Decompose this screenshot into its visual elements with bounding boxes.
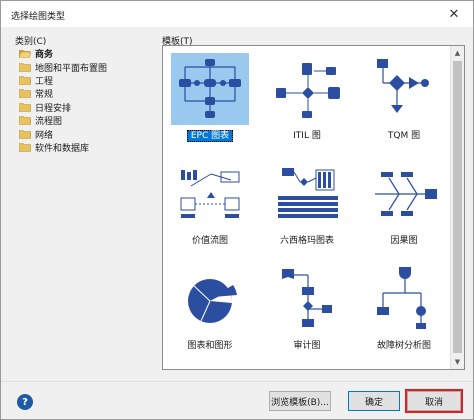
epc-diagram-thumbnail xyxy=(171,53,249,125)
template-tile-value-stream[interactable]: 价值流图 xyxy=(167,154,257,256)
six-sigma-diagram-thumbnail xyxy=(268,158,346,230)
folder-icon xyxy=(19,76,31,85)
category-item-flowchart[interactable]: 流程图 xyxy=(15,114,151,127)
value-stream-diagram-thumbnail xyxy=(171,158,249,230)
template-label: 故障树分析图 xyxy=(376,341,431,351)
category-label: 流程图 xyxy=(35,117,63,128)
folder-icon xyxy=(19,89,31,99)
template-tile-fault-tree[interactable]: 故障树分析图 xyxy=(361,259,451,361)
template-tile-six-sigma[interactable]: 六西格玛图表 xyxy=(264,154,354,256)
cancel-button[interactable]: 取消 xyxy=(405,389,463,413)
charts-graphs-thumbnail xyxy=(171,263,249,335)
category-item-business[interactable]: 商务 xyxy=(15,47,151,60)
template-grid-scrollbar[interactable]: ▲ ▼ xyxy=(450,46,464,369)
category-item-software-database[interactable]: 软件和数据库 xyxy=(15,141,151,154)
category-item-schedule[interactable]: 日程安排 xyxy=(15,101,151,114)
title-bar: 选择绘图类型 ✕ xyxy=(1,1,473,27)
scroll-down-icon[interactable]: ▼ xyxy=(454,358,461,366)
template-tile-epc[interactable]: EPC 图表 xyxy=(167,49,257,151)
template-label: 因果图 xyxy=(390,236,418,246)
help-icon[interactable]: ? xyxy=(17,394,33,410)
tqm-diagram-thumbnail xyxy=(365,53,443,125)
browse-templates-button[interactable]: 浏览模板(B)... xyxy=(269,391,331,411)
folder-icon xyxy=(19,129,31,139)
scroll-up-icon[interactable]: ▲ xyxy=(454,49,461,57)
itil-diagram-thumbnail xyxy=(268,53,346,125)
template-label: 审计图 xyxy=(293,341,321,351)
template-tile-charts-graphs[interactable]: 图表和图形 xyxy=(167,259,257,361)
template-label: ITIL 图 xyxy=(293,131,321,141)
template-label: TQM 图 xyxy=(387,131,421,141)
category-list: 商务 地图和平面布置图 工程 常规 日程安排 流程图 网络 软件和数据库 xyxy=(15,47,151,367)
template-tile-itil[interactable]: ITIL 图 xyxy=(264,49,354,151)
template-tile-cause-effect[interactable]: 因果图 xyxy=(361,154,451,256)
cause-effect-diagram-thumbnail xyxy=(365,158,443,230)
fault-tree-diagram-thumbnail xyxy=(365,263,443,335)
template-label: 六西格玛图表 xyxy=(279,236,334,246)
template-label: 价值流图 xyxy=(191,236,228,246)
category-label: 工程 xyxy=(35,76,54,87)
category-label: 软件和数据库 xyxy=(35,143,90,154)
dialog-footer: ? 浏览模板(B)... 确定 取消 xyxy=(1,381,473,419)
close-icon[interactable]: ✕ xyxy=(448,6,460,22)
category-label: 网络 xyxy=(35,130,54,141)
folder-icon xyxy=(19,143,31,152)
ok-button[interactable]: 确定 xyxy=(348,391,400,411)
template-tile-audit[interactable]: 审计图 xyxy=(264,259,354,361)
category-label: 常规 xyxy=(35,90,54,101)
categories-label: 类别(C) xyxy=(15,37,47,47)
category-item-general[interactable]: 常规 xyxy=(15,87,151,100)
template-tile-tqm[interactable]: TQM 图 xyxy=(361,49,451,151)
folder-icon xyxy=(19,62,31,72)
category-item-network[interactable]: 网络 xyxy=(15,127,151,141)
audit-diagram-thumbnail xyxy=(268,263,346,335)
category-item-maps-floorplans[interactable]: 地图和平面布置图 xyxy=(15,60,151,74)
open-folder-icon xyxy=(19,49,31,59)
category-label: 商务 xyxy=(35,50,54,61)
templates-label: 模板(T) xyxy=(162,37,193,47)
dialog-title: 选择绘图类型 xyxy=(11,12,66,22)
folder-icon xyxy=(19,116,31,125)
category-item-engineering[interactable]: 工程 xyxy=(15,74,151,87)
template-label: 图表和图形 xyxy=(187,341,233,351)
category-label: 地图和平面布置图 xyxy=(35,63,108,74)
category-label: 日程安排 xyxy=(35,103,72,114)
template-grid: EPC 图表 xyxy=(162,45,465,370)
folder-icon xyxy=(19,102,31,112)
scrollbar-thumb[interactable] xyxy=(453,61,462,353)
template-label: EPC 图表 xyxy=(167,130,253,142)
